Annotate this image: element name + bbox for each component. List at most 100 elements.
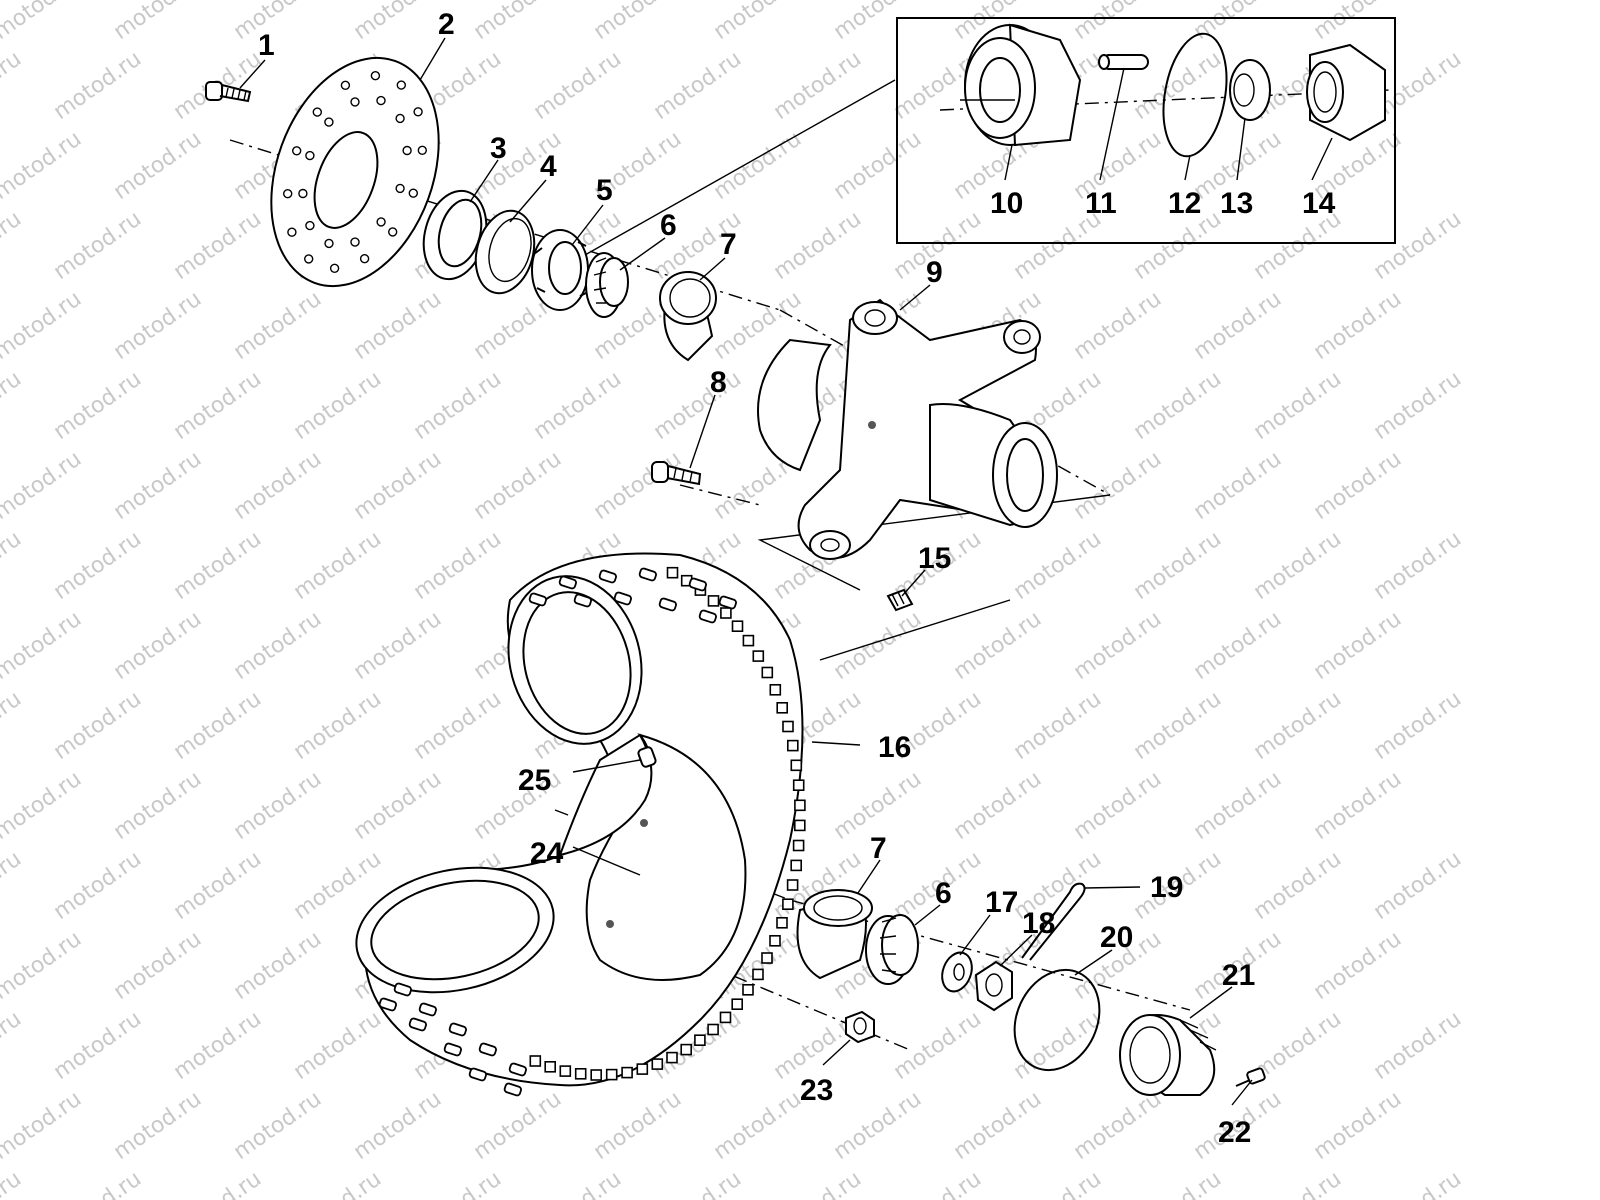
tire-tread-tooth <box>776 701 789 714</box>
tire-tread-tooth <box>742 983 754 996</box>
watermark-text: motod.ru <box>1369 1167 1466 1200</box>
watermark-text: motod.ru <box>349 287 446 365</box>
watermark-text: motod.ru <box>109 0 206 45</box>
watermark-text: motod.ru <box>169 367 266 445</box>
tire-tread-tooth <box>742 634 755 647</box>
part-19-cotter-pin <box>1021 882 1086 961</box>
watermark-text: motod.ru <box>1189 287 1286 365</box>
tire-tread-tooth <box>719 1011 732 1024</box>
tire-tread-tooth <box>769 683 782 696</box>
tread-block <box>468 1067 487 1082</box>
tread-block <box>718 595 737 610</box>
disc-hole <box>312 107 322 117</box>
callout-16: 16 <box>878 731 911 764</box>
watermark-text: motod.ru <box>169 1167 266 1200</box>
tire-tread-tooth <box>794 799 806 812</box>
watermark-text: motod.ru <box>0 687 26 765</box>
tire-tread-tooth <box>769 934 781 947</box>
watermark-text: motod.ru <box>0 607 86 685</box>
watermark-text: motod.ru <box>1189 447 1286 525</box>
watermark-text: motod.ru <box>1069 767 1166 845</box>
tread-block <box>698 609 717 624</box>
watermark-text: motod.ru <box>1009 527 1106 605</box>
watermark-text: motod.ru <box>0 367 26 445</box>
watermark-text: motod.ru <box>529 1167 626 1200</box>
disc-hole <box>417 145 427 156</box>
watermark-text: motod.ru <box>1129 687 1226 765</box>
tire-tread-tooth <box>605 1068 618 1081</box>
tread-block <box>508 1062 527 1077</box>
tire-tread-tooth <box>792 779 805 792</box>
callout-23: 23 <box>800 1074 833 1107</box>
disc-hole <box>359 254 370 264</box>
watermark-text: motod.ru <box>109 607 206 685</box>
watermark-text: motod.ru <box>1129 367 1226 445</box>
watermark-text: motod.ru <box>289 1007 386 1085</box>
watermark-text: motod.ru <box>1249 367 1346 445</box>
watermark-text: motod.ru <box>0 767 86 845</box>
watermark-text: motod.ru <box>1249 847 1346 925</box>
watermark-text: motod.ru <box>49 367 146 445</box>
watermark-text: motod.ru <box>289 687 386 765</box>
watermark-text: motod.ru <box>109 127 206 205</box>
watermark-text: motod.ru <box>0 927 86 1005</box>
callout-18: 18 <box>1022 907 1055 940</box>
tire-tread-tooth <box>731 998 744 1011</box>
watermark-text: motod.ru <box>1309 447 1406 525</box>
watermark-text: motod.ru <box>1069 1087 1166 1165</box>
part-15-grease-fitting <box>886 588 914 612</box>
watermark-text: motod.ru <box>829 127 926 205</box>
watermark-text: motod.ru <box>949 767 1046 845</box>
callout-15: 15 <box>918 542 951 575</box>
watermark-text: motod.ru <box>1369 1007 1466 1085</box>
watermark-text: motod.ru <box>889 1167 986 1200</box>
tread-block <box>688 577 707 592</box>
watermark-text: motod.ru <box>1309 607 1406 685</box>
tire-tread-tooth <box>544 1061 557 1073</box>
callout-3: 3 <box>490 132 507 165</box>
watermark-text: motod.ru <box>0 1167 26 1200</box>
watermark-text: motod.ru <box>649 47 746 125</box>
watermark-text: motod.ru <box>409 367 506 445</box>
disc-hole <box>350 97 360 107</box>
disc-hole <box>283 188 293 199</box>
part-3-seal <box>422 189 488 281</box>
tire-tread-tooth <box>666 1051 678 1064</box>
watermark-text: motod.ru <box>949 607 1046 685</box>
callout-14: 14 <box>1302 187 1336 220</box>
watermark-text: motod.ru <box>1189 767 1286 845</box>
watermark-text: motod.ru <box>769 47 866 125</box>
disc-hole <box>298 188 308 199</box>
watermark-text: motod.ru <box>49 207 146 285</box>
watermark-text: motod.ru <box>1069 607 1166 685</box>
tire-tread-tooth <box>786 739 799 752</box>
tire-tread-tooth <box>680 1043 693 1056</box>
tire-tread-tooth <box>731 620 744 633</box>
tire-tread-tooth <box>761 952 773 964</box>
watermark-text: motod.ru <box>1249 527 1346 605</box>
part-12-o-ring <box>1162 32 1228 158</box>
tire-tread-tooth <box>529 1055 542 1067</box>
tire-tread-tooth <box>782 898 794 911</box>
watermark-text: motod.ru <box>0 1087 86 1165</box>
watermark-text: motod.ru <box>109 767 206 845</box>
tire-tread-tooth <box>559 1065 572 1077</box>
part-17-washer <box>941 951 973 993</box>
watermark-text: motod.ru <box>1129 1167 1226 1200</box>
tread-block <box>528 592 547 607</box>
watermark-text: motod.ru <box>1069 447 1166 525</box>
watermark-text: motod.ru <box>109 287 206 365</box>
tread-block <box>418 1002 437 1017</box>
watermark-text: motod.ru <box>1249 687 1346 765</box>
watermark-text: motod.ru <box>1369 527 1466 605</box>
disc-hole <box>370 70 381 81</box>
watermark-text: motod.ru <box>1369 687 1466 765</box>
tire-tread-tooth <box>790 859 803 872</box>
watermark-text: motod.ru <box>349 767 446 845</box>
tire-tread-tooth <box>761 666 774 679</box>
part-11-pin <box>1098 54 1149 70</box>
tread-block <box>478 1042 497 1057</box>
watermark-text: motod.ru <box>409 687 506 765</box>
watermark-text: motod.ru <box>1309 0 1406 45</box>
watermark-text: motod.ru <box>0 0 86 45</box>
